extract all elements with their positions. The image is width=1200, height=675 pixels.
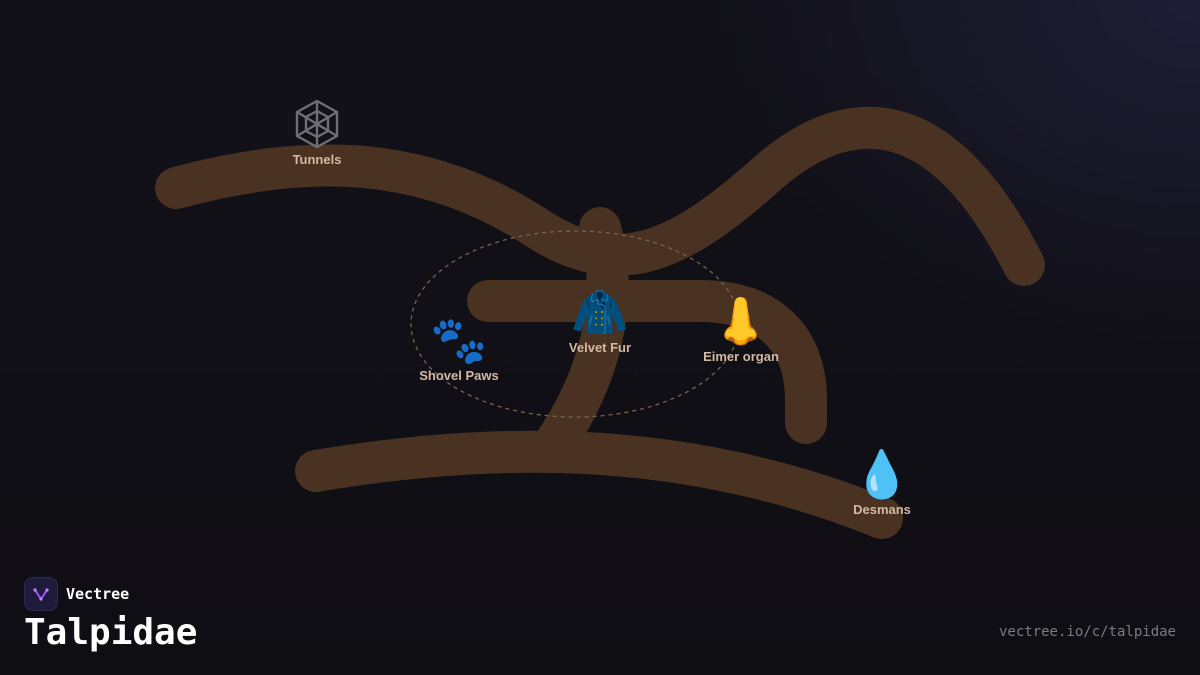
tunnel-path-top: [155, 106, 1045, 286]
node-velvet-fur[interactable]: 🧥 Velvet Fur: [530, 286, 670, 355]
tunnel-path-bottom: [295, 430, 903, 539]
node-label-shovel-paws: Shovel Paws: [419, 368, 499, 383]
brand[interactable]: Vectree: [24, 577, 129, 611]
node-label-velvet-fur: Velvet Fur: [568, 340, 632, 355]
node-label-tunnels: Tunnels: [292, 152, 342, 167]
nose-icon: 👃: [712, 295, 770, 347]
node-label-desmans: Desmans: [853, 502, 911, 517]
tunnel-path-middle: [467, 280, 827, 444]
central-ring: [410, 230, 740, 418]
droplet-icon: 💧: [853, 448, 911, 500]
spider-web-icon: [247, 98, 387, 150]
node-shovel-paws[interactable]: 🐾 Shovel Paws: [389, 314, 529, 383]
node-eimer-organ[interactable]: 👃 Eimer organ: [671, 295, 811, 364]
tunnel-path-descending: [529, 207, 629, 471]
coat-icon: 🧥: [571, 286, 629, 338]
source-url[interactable]: vectree.io/c/talpidae: [998, 624, 1176, 640]
vectree-logo-icon: [24, 577, 58, 611]
page-title: Talpidae: [24, 612, 198, 653]
paw-prints-icon: 🐾: [430, 314, 488, 366]
node-label-eimer-organ: Eimer organ: [703, 349, 779, 364]
node-tunnels[interactable]: Tunnels: [247, 98, 387, 167]
node-desmans[interactable]: 💧 Desmans: [812, 448, 952, 517]
brand-name: Vectree: [66, 585, 130, 603]
